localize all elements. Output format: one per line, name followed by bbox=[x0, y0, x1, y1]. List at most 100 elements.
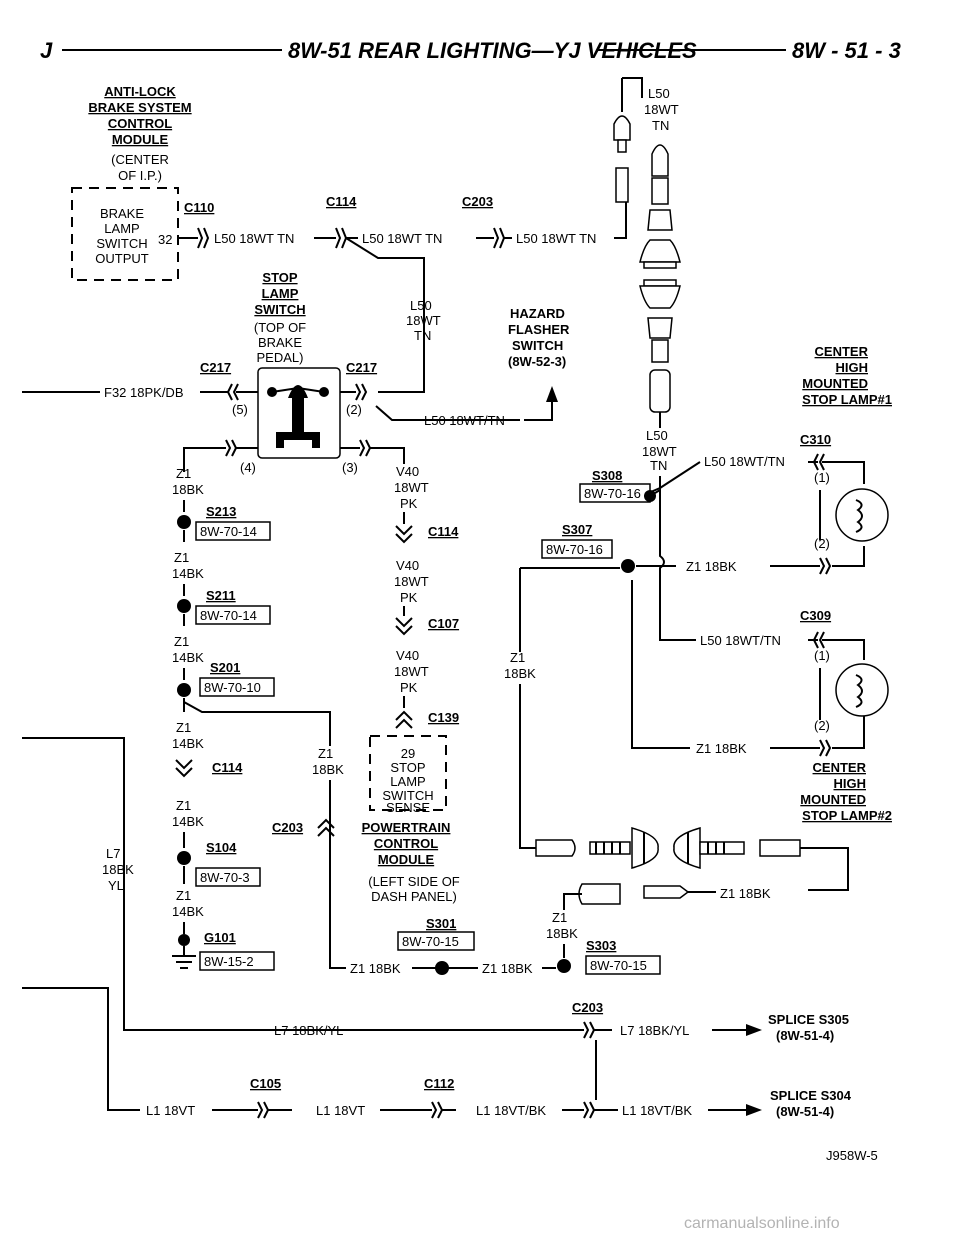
connector-c203-top: C203 bbox=[462, 194, 493, 209]
splice-s307: S307 bbox=[562, 522, 592, 537]
splice-s308: S308 bbox=[592, 468, 622, 483]
svg-text:(CENTER: (CENTER bbox=[111, 152, 169, 167]
wire-l1-vt-left: L1 18VT bbox=[146, 1103, 195, 1118]
svg-text:OF I.P.): OF I.P.) bbox=[118, 168, 162, 183]
svg-text:LAMP: LAMP bbox=[104, 221, 139, 236]
svg-text:8W-70-3: 8W-70-3 bbox=[200, 870, 250, 885]
svg-text:Z1: Z1 bbox=[176, 466, 191, 481]
svg-text:Z1: Z1 bbox=[552, 910, 567, 925]
svg-text:18WT: 18WT bbox=[642, 444, 677, 459]
svg-text:V40: V40 bbox=[396, 464, 419, 479]
svg-text:18BK: 18BK bbox=[172, 482, 204, 497]
svg-text:MODULE: MODULE bbox=[112, 132, 169, 147]
svg-text:SWITCH: SWITCH bbox=[96, 236, 147, 251]
splice-s211: S211 bbox=[206, 588, 236, 603]
wire-l7-bkyl-right: L7 18BK/YL bbox=[620, 1023, 689, 1038]
svg-text:SWITCH: SWITCH bbox=[512, 338, 563, 353]
wire-l50-a: L50 18WT TN bbox=[214, 231, 294, 246]
svg-text:(2): (2) bbox=[346, 402, 362, 417]
svg-text:18WT: 18WT bbox=[394, 574, 429, 589]
stop-lamp-switch-label: STOP LAMP SWITCH (TOP OF BRAKE PEDAL) bbox=[254, 270, 306, 365]
svg-text:L50: L50 bbox=[410, 298, 432, 313]
svg-text:Z1: Z1 bbox=[174, 634, 189, 649]
svg-text:L50: L50 bbox=[646, 428, 668, 443]
svg-text:(LEFT SIDE OF: (LEFT SIDE OF bbox=[368, 874, 460, 889]
svg-text:STOP: STOP bbox=[390, 760, 425, 775]
splice-s301: S301 bbox=[426, 916, 456, 931]
svg-text:8W-70-10: 8W-70-10 bbox=[204, 680, 261, 695]
splice-s213: S213 bbox=[206, 504, 236, 519]
bulb-socket-lower bbox=[639, 285, 681, 309]
wire-z1-s303: Z1 18BK bbox=[482, 961, 533, 976]
svg-text:PEDAL): PEDAL) bbox=[257, 350, 304, 365]
wire-l50-b: L50 18WT TN bbox=[362, 231, 442, 246]
svg-text:8W-70-15: 8W-70-15 bbox=[590, 958, 647, 973]
svg-text:8W-70-16: 8W-70-16 bbox=[546, 542, 603, 557]
svg-text:TN: TN bbox=[652, 118, 669, 133]
svg-text:HIGH: HIGH bbox=[834, 776, 867, 791]
wire-l1-vtbk-left: L1 18VT/BK bbox=[476, 1103, 546, 1118]
svg-text:18WT: 18WT bbox=[394, 480, 429, 495]
svg-text:Z1: Z1 bbox=[174, 550, 189, 565]
figure-id: J958W-5 bbox=[826, 1148, 878, 1163]
svg-text:STOP LAMP#1: STOP LAMP#1 bbox=[802, 392, 892, 407]
svg-text:LAMP: LAMP bbox=[262, 286, 299, 301]
connector-c203-bottom: C203 bbox=[572, 1000, 603, 1015]
wire-f32: F32 18PK/DB bbox=[104, 385, 184, 400]
svg-text:STOP LAMP#2: STOP LAMP#2 bbox=[802, 808, 892, 823]
svg-text:(2): (2) bbox=[814, 536, 830, 551]
connector-c114-left: C114 bbox=[212, 760, 243, 775]
watermark: carmanualsonline.info bbox=[684, 1215, 840, 1232]
svg-text:BRAKE: BRAKE bbox=[258, 335, 302, 350]
svg-text:BRAKE SYSTEM: BRAKE SYSTEM bbox=[88, 100, 191, 115]
svg-text:LAMP: LAMP bbox=[390, 774, 425, 789]
svg-text:CENTER: CENTER bbox=[815, 344, 869, 359]
svg-text:SWITCH: SWITCH bbox=[382, 788, 433, 803]
svg-text:18BK: 18BK bbox=[504, 666, 536, 681]
center-lamp-2-label: CENTER HIGH MOUNTED STOP LAMP#2 bbox=[800, 760, 892, 823]
splice-s201: S201 bbox=[210, 660, 240, 675]
svg-text:BRAKE: BRAKE bbox=[100, 206, 144, 221]
bulb-socket-upper bbox=[639, 239, 681, 263]
svg-text:SENSE: SENSE bbox=[386, 800, 430, 815]
svg-text:18WT: 18WT bbox=[406, 313, 441, 328]
svg-text:18WT: 18WT bbox=[394, 664, 429, 679]
svg-text:HAZARD: HAZARD bbox=[510, 306, 565, 321]
pcm-sense-box bbox=[369, 735, 447, 811]
svg-text:HIGH: HIGH bbox=[836, 360, 869, 375]
svg-text:MOUNTED: MOUNTED bbox=[800, 792, 866, 807]
wire-l50-wt-tn-c309: L50 18WT/TN bbox=[700, 633, 781, 648]
svg-text:CENTER: CENTER bbox=[813, 760, 867, 775]
center-lamp-1-label: CENTER HIGH MOUNTED STOP LAMP#1 bbox=[802, 344, 892, 407]
svg-text:14BK: 14BK bbox=[172, 650, 204, 665]
wire-l50-c: L50 18WT TN bbox=[516, 231, 596, 246]
connector-c310: C310 bbox=[800, 432, 831, 447]
svg-text:V40: V40 bbox=[396, 558, 419, 573]
connector-c217-left: C217 bbox=[200, 360, 231, 375]
splice-s104: S104 bbox=[206, 840, 237, 855]
svg-text:(3): (3) bbox=[342, 460, 358, 475]
svg-text:18BK: 18BK bbox=[546, 926, 578, 941]
wire-z1-c310: Z1 18BK bbox=[686, 559, 737, 574]
svg-text:V40: V40 bbox=[396, 648, 419, 663]
svg-text:8W-70-14: 8W-70-14 bbox=[200, 524, 257, 539]
svg-text:PK: PK bbox=[400, 590, 418, 605]
svg-text:Z1: Z1 bbox=[510, 650, 525, 665]
connector-c139: C139 bbox=[428, 710, 459, 725]
header-left: J bbox=[40, 38, 53, 63]
svg-text:(4): (4) bbox=[240, 460, 256, 475]
wire-z1-c309: Z1 18BK bbox=[696, 741, 747, 756]
svg-text:Z1: Z1 bbox=[176, 798, 191, 813]
svg-text:(5): (5) bbox=[232, 402, 248, 417]
svg-text:18BK: 18BK bbox=[312, 762, 344, 777]
wire-l1-vt-mid: L1 18VT bbox=[316, 1103, 365, 1118]
svg-text:8W-70-16: 8W-70-16 bbox=[584, 486, 641, 501]
svg-text:14BK: 14BK bbox=[172, 814, 204, 829]
svg-text:14BK: 14BK bbox=[172, 566, 204, 581]
svg-text:CONTROL: CONTROL bbox=[108, 116, 172, 131]
brake-lamp-switch-output: BRAKE LAMP SWITCH OUTPUT bbox=[95, 206, 149, 266]
svg-text:8W-15-2: 8W-15-2 bbox=[204, 954, 254, 969]
connector-c203-mid: C203 bbox=[272, 820, 303, 835]
svg-text:(8W-52-3): (8W-52-3) bbox=[508, 354, 566, 369]
